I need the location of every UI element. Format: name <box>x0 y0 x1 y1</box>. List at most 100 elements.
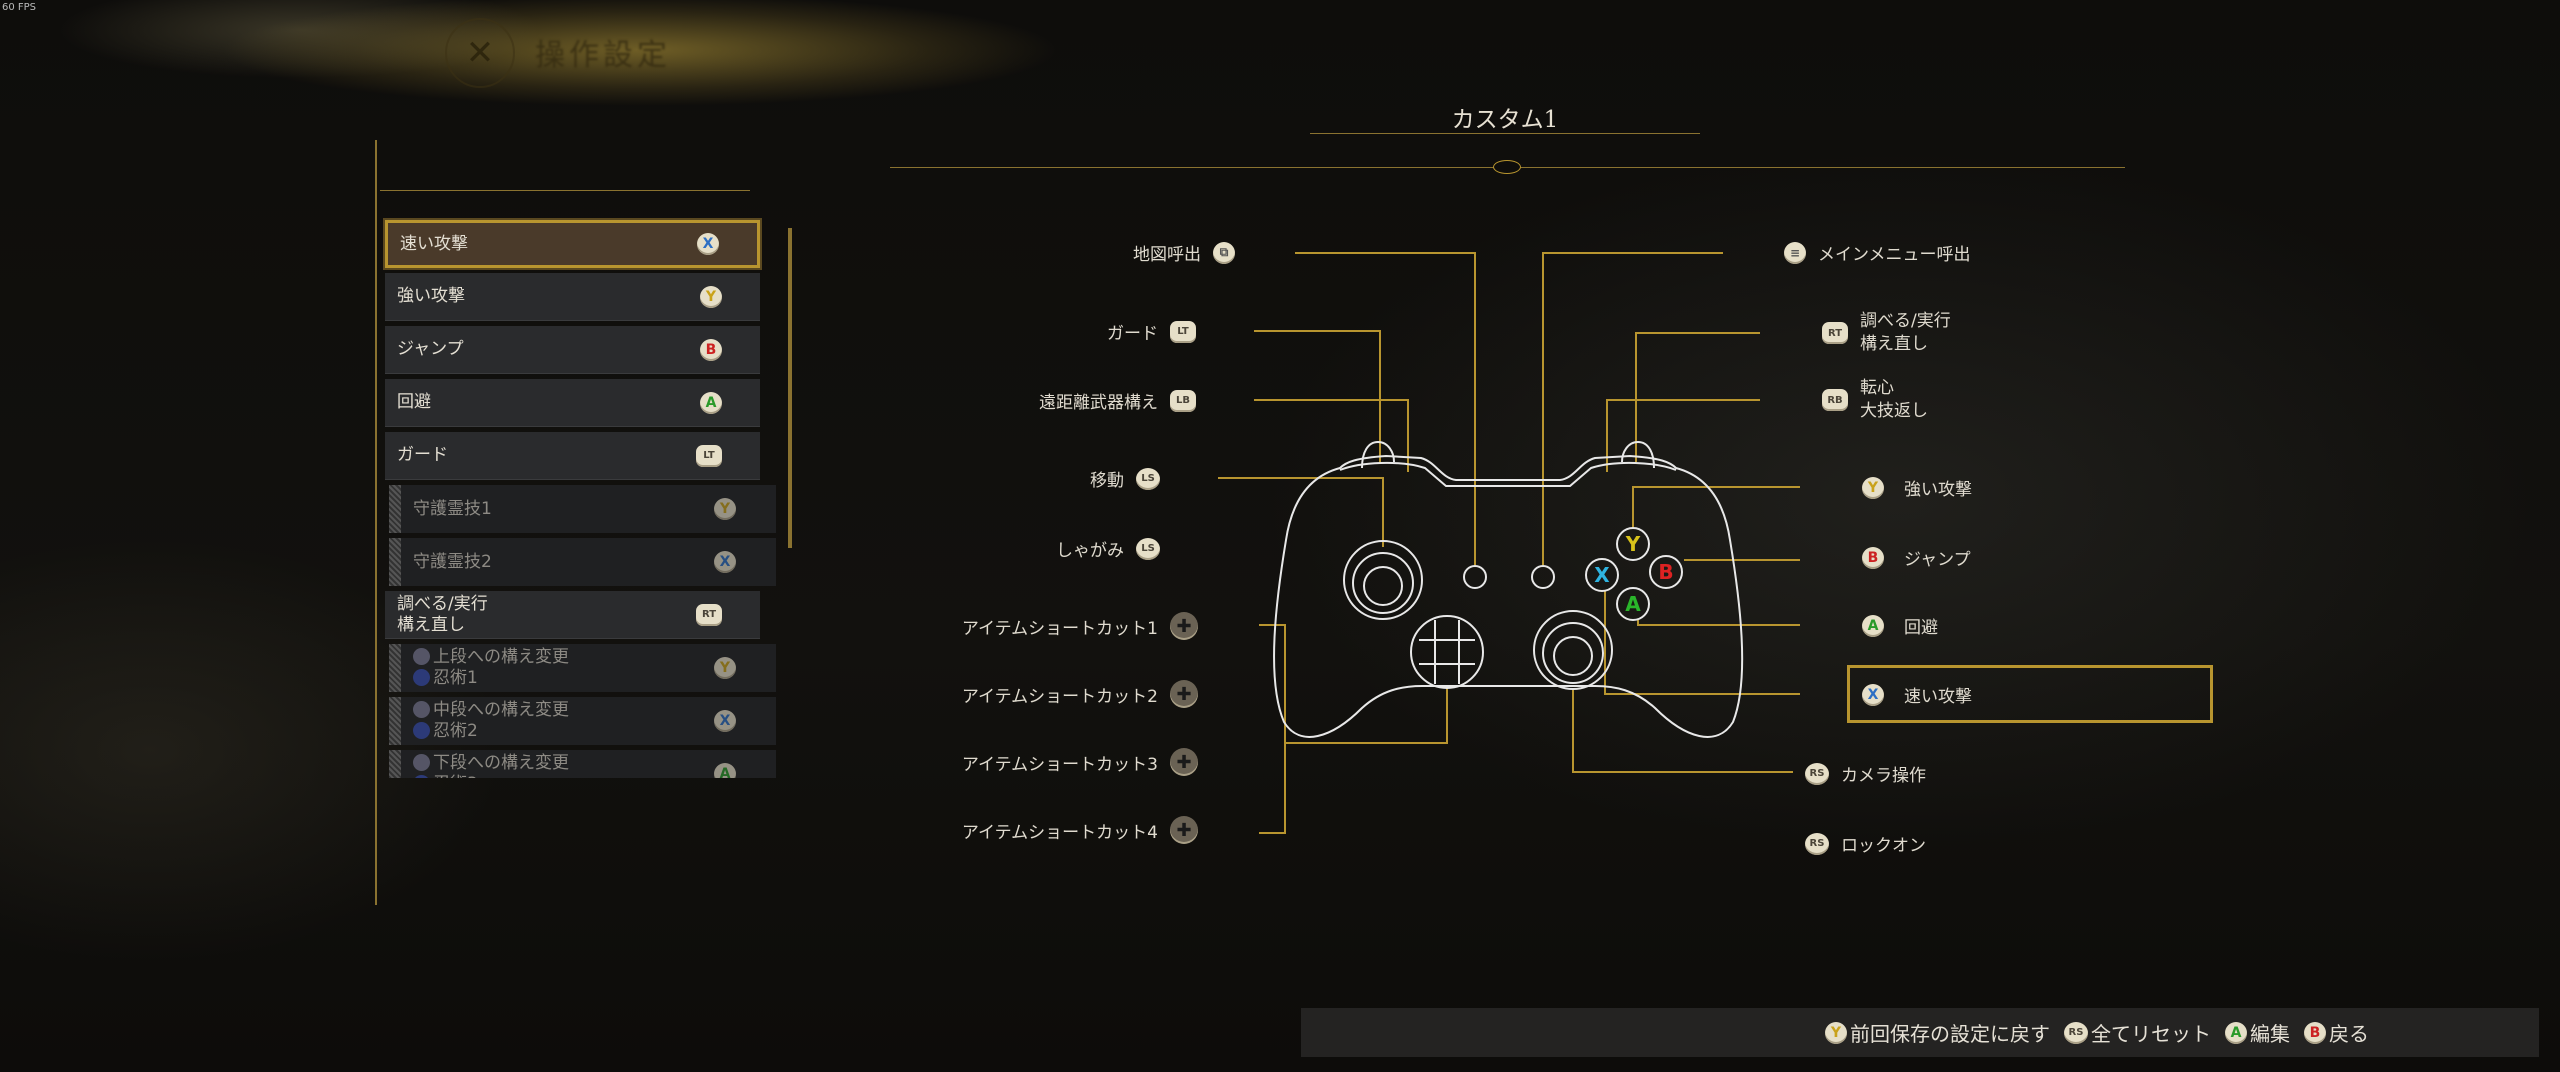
fps-counter: 60 FPS <box>2 2 37 13</box>
a-button-icon: A <box>700 391 722 414</box>
label-text: 大技返し <box>1860 401 1928 421</box>
binding-label: 調べる/実行構え直し <box>397 594 488 636</box>
a-button-icon: A <box>2225 1021 2247 1044</box>
y-button-icon: Y <box>714 498 736 520</box>
leader-lb <box>1254 399 1409 472</box>
page-title: 操作設定 <box>535 38 671 73</box>
leader-ls <box>1218 477 1384 547</box>
b-button-icon: B <box>1862 546 1884 569</box>
title-underline <box>1310 133 1700 134</box>
rt-button-icon: RT <box>1822 322 1848 344</box>
list-scrollbar[interactable] <box>788 228 792 548</box>
binding-label: 速い攻撃 <box>400 234 468 255</box>
label-text: 遠距離武器構え <box>1039 393 1158 413</box>
leader-dpad <box>1259 624 1286 834</box>
rb-button-icon: RB <box>1822 389 1848 411</box>
label-item2[interactable]: アイテムショートカット2✚ <box>962 680 1198 708</box>
b-button-icon: B <box>700 338 722 361</box>
a-button-icon: A <box>714 763 736 778</box>
binding-label-line: 構え直し <box>397 614 465 635</box>
binding-label-line: 回避 <box>397 392 431 412</box>
binding-label: 下段への構え変更忍術3 <box>413 753 569 778</box>
list-frame-line <box>375 140 377 905</box>
label-text: ロックオン <box>1841 836 1926 856</box>
controller-outline <box>1273 440 1744 738</box>
label-item3[interactable]: アイテムショートカット3✚ <box>962 748 1198 776</box>
hint-label: 前回保存の設定に戻す <box>1850 1022 2050 1046</box>
leader-dpad-h <box>1285 688 1448 744</box>
binding-label: 回避 <box>397 392 431 413</box>
binding-label: 上段への構え変更忍術1 <box>413 647 569 689</box>
binding-label-line: 強い攻撃 <box>397 286 465 306</box>
ninjutsu-icon <box>413 669 430 686</box>
binding-row[interactable]: ガード LT <box>385 432 760 480</box>
binding-label-line: 忍術2 <box>433 721 478 741</box>
label-text: 移動 <box>1090 471 1124 491</box>
selected-mapping-highlight <box>1847 665 2213 723</box>
label-text: しゃがみ <box>1056 541 1124 561</box>
x-button-icon: X <box>1862 683 1884 706</box>
binding-label: 中段への構え変更忍術2 <box>413 700 569 742</box>
view-button-icon: ⧉ <box>1213 241 1235 264</box>
binding-label-line: 守護霊技1 <box>413 498 492 519</box>
binding-label: 守護霊技1 <box>413 499 492 520</box>
binding-row[interactable]: 回避 A <box>385 379 760 427</box>
x-button-icon: X <box>714 710 736 732</box>
label-item4[interactable]: アイテムショートカット4✚ <box>962 816 1198 844</box>
label-text: アイテムショートカット3 <box>961 754 1158 775</box>
leader-lt <box>1254 330 1381 462</box>
binding-label: 強い攻撃 <box>397 286 465 307</box>
binding-row[interactable]: 下段への構え変更忍術3 A <box>389 750 776 778</box>
label-y[interactable]: Y 強い攻撃 <box>1862 475 1972 500</box>
hint-label: 全てリセット <box>2091 1022 2211 1046</box>
label-text: アイテムショートカット1 <box>961 618 1158 639</box>
ninjutsu-icon <box>413 775 430 778</box>
face-button-b: B <box>1658 560 1673 584</box>
y-button-icon: Y <box>1862 476 1884 499</box>
label-x[interactable]: X 速い攻撃 <box>1862 682 1972 707</box>
stance-icon <box>413 701 430 718</box>
face-button-y: Y <box>1625 532 1641 556</box>
binding-row[interactable]: 中段への構え変更忍術2 X <box>389 697 776 745</box>
leader-lines <box>1218 252 1800 834</box>
dpad-down-icon: ✚ <box>1170 816 1198 844</box>
label-text: 速い攻撃 <box>1904 687 1972 707</box>
label-text: 強い攻撃 <box>1904 480 1972 500</box>
binding-label-line: ガード <box>397 445 448 465</box>
binding-label-line: 忍術1 <box>433 668 478 688</box>
ninjutsu-icon <box>413 722 430 739</box>
stance-icon <box>413 648 430 665</box>
face-button-a: A <box>1625 592 1641 616</box>
label-main-menu[interactable]: ≡メインメニュー呼出 <box>1784 240 1971 265</box>
label-item1[interactable]: アイテムショートカット1✚ <box>962 612 1198 640</box>
label-text: カメラ操作 <box>1841 766 1926 786</box>
label-map[interactable]: 地図呼出⧉ <box>1133 240 1235 265</box>
binding-row[interactable]: 守護霊技1 Y <box>389 485 776 533</box>
x-button-icon: X <box>714 551 736 573</box>
lt-button-icon: LT <box>696 444 722 467</box>
preset-title[interactable]: カスタム1 <box>1451 107 1559 133</box>
